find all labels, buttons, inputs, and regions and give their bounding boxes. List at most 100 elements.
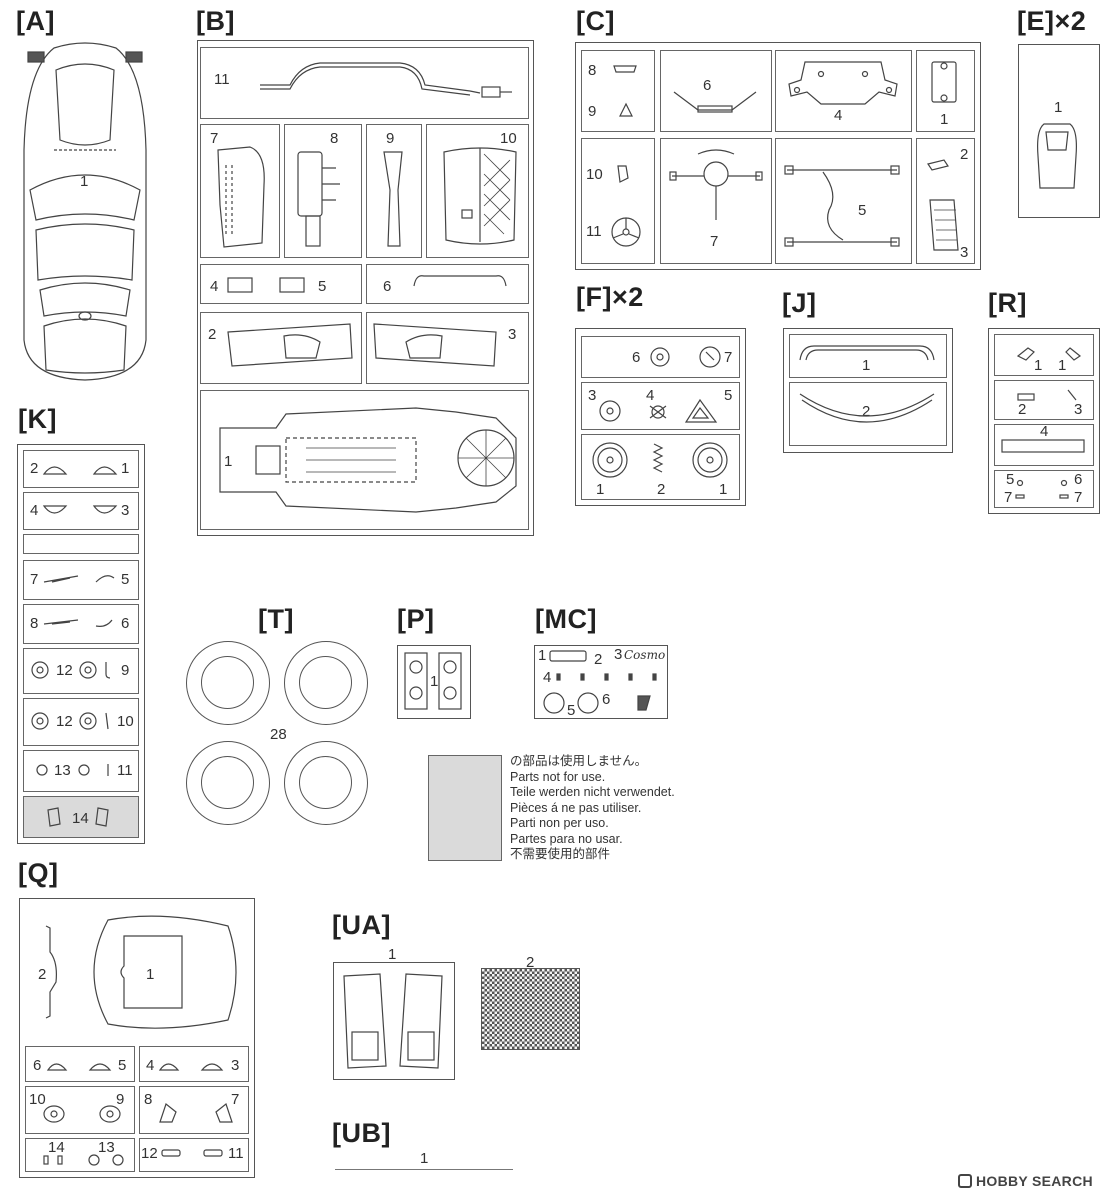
part-f6-f7 bbox=[650, 346, 721, 368]
part-ua1-seats bbox=[343, 973, 443, 1069]
part-number: 2 bbox=[208, 326, 217, 343]
part-number: 3 bbox=[614, 646, 623, 663]
car-body-part-a1 bbox=[23, 42, 147, 381]
part-number: 3 bbox=[960, 244, 969, 261]
part-number: 12 bbox=[56, 713, 73, 730]
part-number: 5 bbox=[724, 387, 733, 404]
part-number: 4 bbox=[30, 502, 39, 519]
section-label-p: [P] bbox=[397, 604, 435, 634]
section-label-e: [E]×2 bbox=[1017, 6, 1087, 36]
decal-mc1 bbox=[549, 650, 587, 662]
part-k3-k4 bbox=[42, 505, 118, 514]
part-b6-bar bbox=[413, 275, 507, 287]
part-r2-r3 bbox=[1017, 389, 1077, 401]
part-b7 bbox=[217, 146, 265, 248]
part-number: 7 bbox=[1074, 489, 1083, 506]
part-number: 7 bbox=[710, 233, 719, 250]
tire-part bbox=[186, 741, 270, 825]
part-q11-q12 bbox=[161, 1149, 223, 1157]
part-number: 2 bbox=[862, 403, 871, 420]
part-number: 9 bbox=[116, 1091, 125, 1108]
part-number: 13 bbox=[98, 1139, 115, 1156]
part-number: 6 bbox=[33, 1057, 42, 1074]
wheel-icon bbox=[592, 442, 728, 478]
cell-q-7-8 bbox=[139, 1086, 249, 1134]
part-k11-k13 bbox=[36, 764, 109, 776]
part-b11-cable bbox=[260, 62, 512, 98]
part-number: 8 bbox=[330, 130, 339, 147]
part-number: 9 bbox=[386, 130, 395, 147]
part-number: 2 bbox=[526, 954, 535, 971]
part-number: 4 bbox=[210, 278, 219, 295]
part-number: 1 bbox=[1054, 99, 1063, 116]
part-number: 7 bbox=[1004, 489, 1013, 506]
part-number: 2 bbox=[657, 481, 666, 498]
part-number: 1 bbox=[121, 460, 130, 477]
part-number: 1 bbox=[224, 453, 233, 470]
part-j1-bumper bbox=[799, 345, 935, 361]
section-label-q: [Q] bbox=[18, 858, 59, 888]
cell-k-14-unused bbox=[23, 796, 139, 838]
cell-r-5-7 bbox=[994, 470, 1094, 508]
part-number: 7 bbox=[231, 1091, 240, 1108]
cell-k-11-13 bbox=[23, 750, 139, 792]
tire-part bbox=[284, 641, 368, 725]
part-q7-q8 bbox=[159, 1102, 233, 1123]
part-number: 4 bbox=[1040, 423, 1049, 440]
cell-k-6-8 bbox=[23, 604, 139, 644]
hobby-search-watermark: HOBBY SEARCH bbox=[958, 1173, 1093, 1189]
section-label-a: [A] bbox=[16, 6, 55, 36]
part-b2-door bbox=[227, 323, 353, 367]
part-r5-r7 bbox=[1015, 479, 1069, 499]
part-number: 10 bbox=[586, 166, 603, 183]
part-q13-q14 bbox=[43, 1154, 124, 1166]
part-c4-crossmember bbox=[788, 61, 898, 105]
part-number: 8 bbox=[30, 615, 39, 632]
part-number: 3 bbox=[121, 502, 130, 519]
part-number: 6 bbox=[632, 349, 641, 366]
part-number: 2 bbox=[1018, 401, 1027, 418]
part-number: 6 bbox=[703, 77, 712, 94]
part-b8 bbox=[297, 151, 340, 247]
part-number: 8 bbox=[144, 1091, 153, 1108]
hobby-search-logo-icon bbox=[958, 1174, 972, 1188]
part-number: 3 bbox=[588, 387, 597, 404]
part-b10-grille bbox=[443, 147, 517, 245]
section-label-b: [B] bbox=[196, 6, 235, 36]
part-b4-b5 bbox=[227, 277, 305, 293]
watermark-text: HOBBY SEARCH bbox=[976, 1173, 1093, 1189]
part-number: 5 bbox=[118, 1057, 127, 1074]
part-f3-f4-f5 bbox=[599, 398, 718, 423]
part-number: 7 bbox=[210, 130, 219, 147]
part-c2-c3 bbox=[927, 159, 959, 251]
part-number: 1 bbox=[146, 966, 155, 983]
part-number: 1 bbox=[420, 1150, 429, 1167]
cell-j-1 bbox=[789, 334, 947, 378]
part-number: 1 bbox=[388, 946, 397, 963]
part-number: 3 bbox=[231, 1057, 240, 1074]
cell-b-10 bbox=[426, 124, 529, 258]
cell-b-3 bbox=[366, 312, 529, 384]
part-q9-q10-lights bbox=[43, 1105, 121, 1123]
part-e1 bbox=[1037, 123, 1077, 189]
section-label-f: [F]×2 bbox=[576, 282, 644, 312]
part-c8-c9 bbox=[613, 65, 637, 117]
part-c6 bbox=[673, 91, 757, 113]
notice-text: の部品は使用しません。 Parts not for use. Teile wer… bbox=[510, 754, 675, 861]
cell-b-9 bbox=[366, 124, 422, 258]
part-number: 1 bbox=[862, 357, 871, 374]
part-number: 1 bbox=[596, 481, 605, 498]
section-label-k: [K] bbox=[18, 404, 57, 434]
part-b3-door bbox=[373, 323, 497, 367]
cell-b-11 bbox=[200, 47, 529, 119]
part-number: 1 bbox=[1034, 357, 1043, 374]
part-number: 4 bbox=[543, 669, 552, 686]
cell-c-5 bbox=[775, 138, 912, 264]
cell-q-5-6 bbox=[25, 1046, 135, 1082]
sprue-frame-e bbox=[1018, 44, 1100, 218]
part-number: 6 bbox=[121, 615, 130, 632]
cell-b-8 bbox=[284, 124, 362, 258]
part-p1-lenses bbox=[404, 652, 462, 710]
part-c5-frame bbox=[784, 165, 900, 247]
part-number: 28 bbox=[270, 726, 287, 743]
